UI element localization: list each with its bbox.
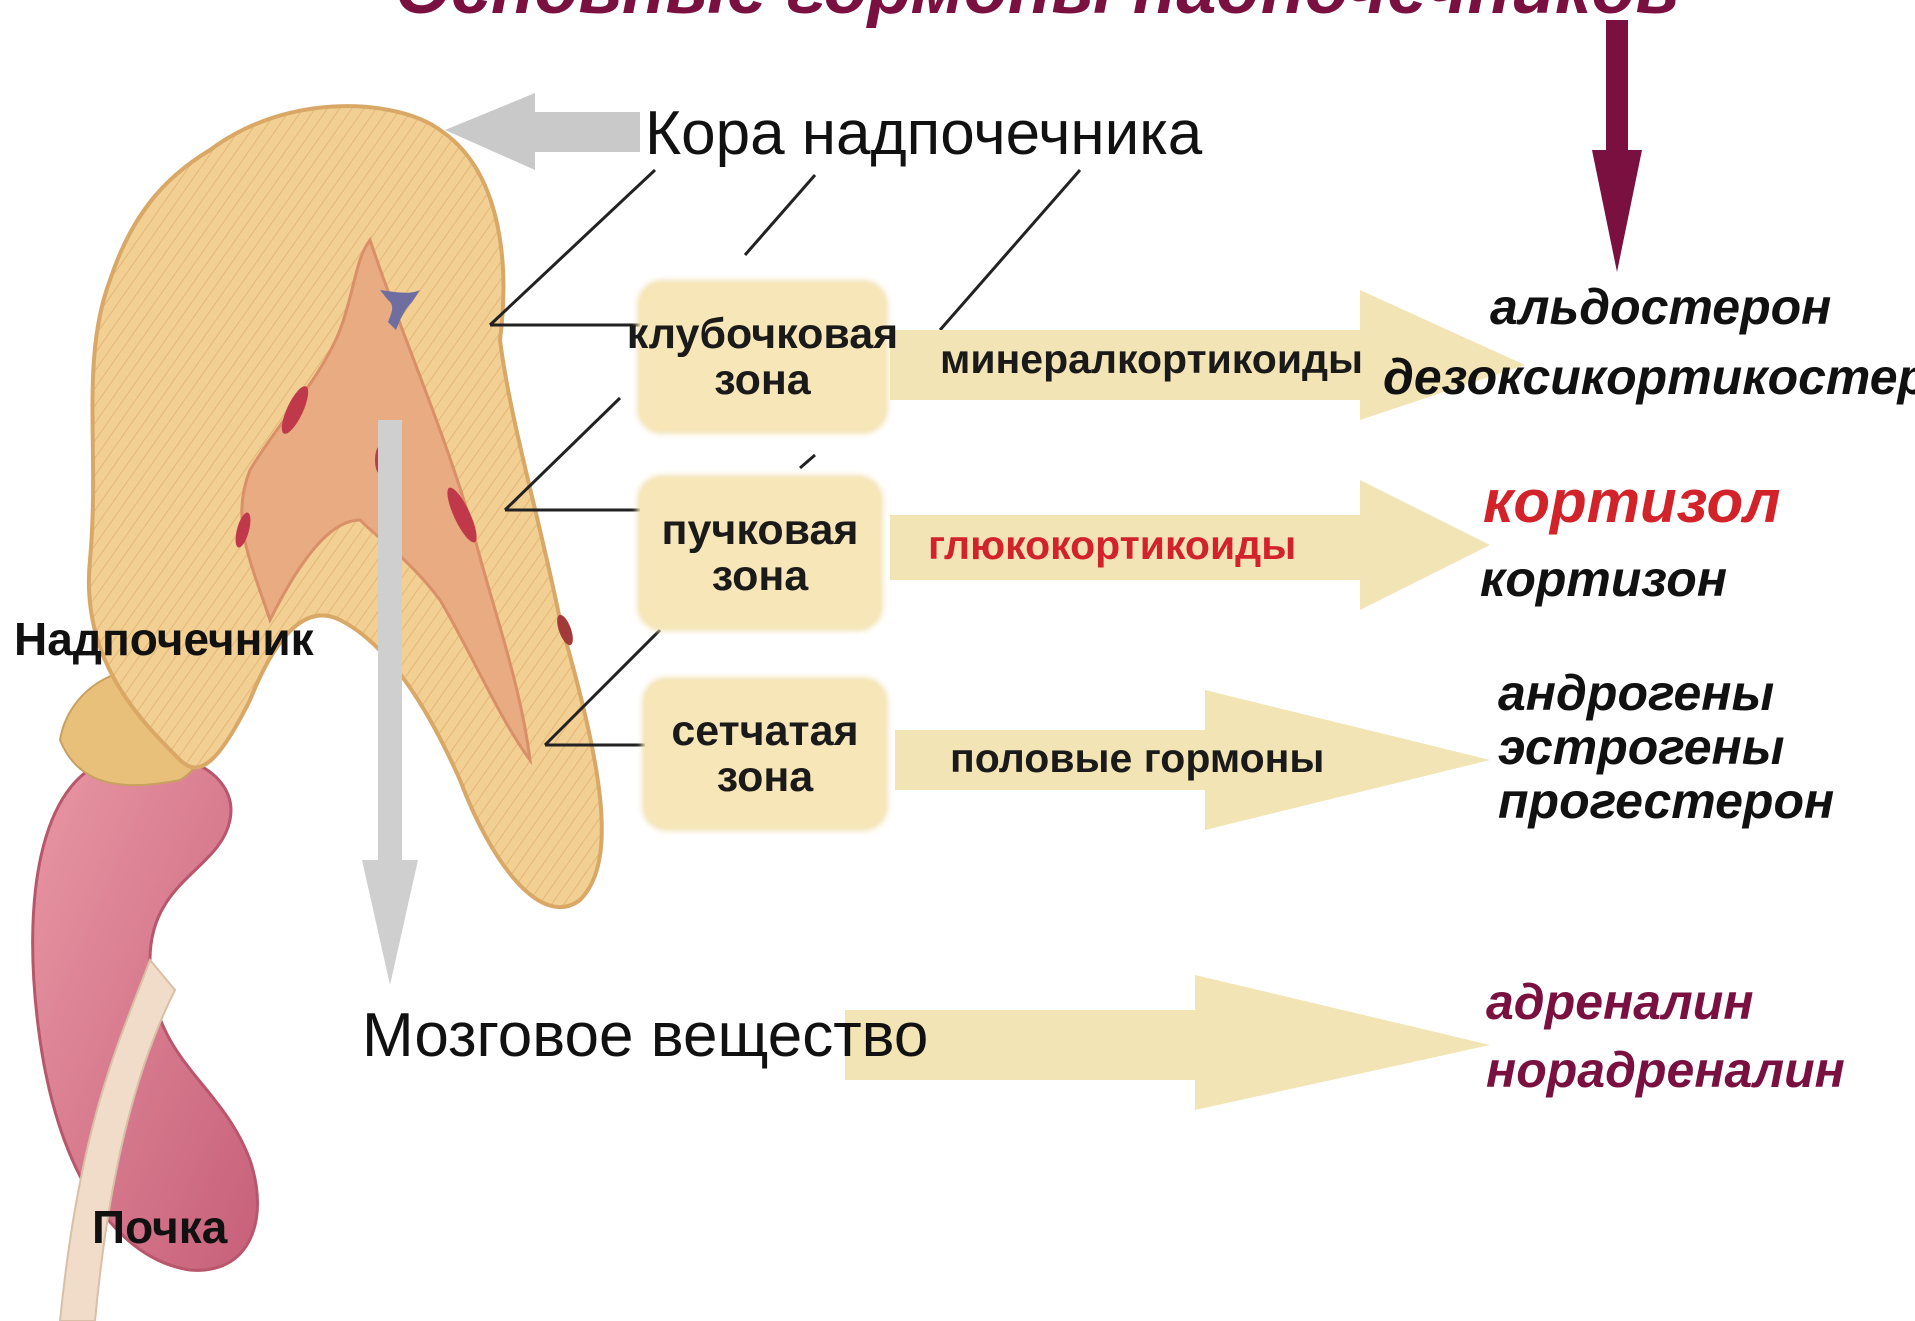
hormone-adrenaline: адреналин — [1486, 975, 1754, 1029]
zone-box-fasciculata: пучковая зона — [640, 478, 880, 628]
zone-box-reticularis: сетчатая зона — [645, 680, 885, 828]
hormone-cortisone: кортизон — [1480, 552, 1727, 606]
adrenal-label: Надпочечник — [14, 612, 314, 666]
zone-name: сетчатая — [671, 708, 858, 754]
arrow-medulla — [845, 975, 1490, 1110]
hormone-estrogens: эстрогены — [1498, 724, 1784, 770]
hormone-deoxycorticosterone: дезоксикортикостерон — [1383, 350, 1915, 404]
maroon-arrow-shaft — [1606, 20, 1628, 160]
hormone-noradrenaline: норадреналин — [1486, 1043, 1845, 1097]
group-label-mineralocorticoids: минералкортикоиды — [940, 336, 1363, 383]
zone-box-glomerulosa: клубочковая зона — [640, 283, 885, 431]
zone-name: клубочковая — [627, 311, 899, 357]
medulla-label: Мозговое вещество — [362, 1000, 928, 1071]
kidney-label: Почка — [92, 1200, 227, 1254]
zone-name: зона — [714, 357, 810, 403]
zone-name: зона — [712, 553, 808, 599]
zone-name: пучковая — [662, 507, 859, 553]
cortex-label: Кора надпочечника — [645, 98, 1202, 169]
gray-arrow-left — [445, 93, 640, 170]
hormone-progesterone: прогестерон — [1498, 778, 1834, 824]
hormone-aldosterone: альдостерон — [1490, 280, 1831, 334]
group-label-sex-hormones: половые гормоны — [950, 735, 1324, 782]
hormone-cortisol: кортизол — [1483, 470, 1781, 534]
hormone-androgens: андрогены — [1498, 670, 1774, 716]
page-title-partial: Основные гормоны надпочечников — [395, 0, 1679, 30]
zone-name: зона — [717, 754, 813, 800]
group-label-glucocorticoids: глюкокортикоиды — [928, 522, 1296, 569]
maroon-arrow-head — [1592, 150, 1642, 272]
